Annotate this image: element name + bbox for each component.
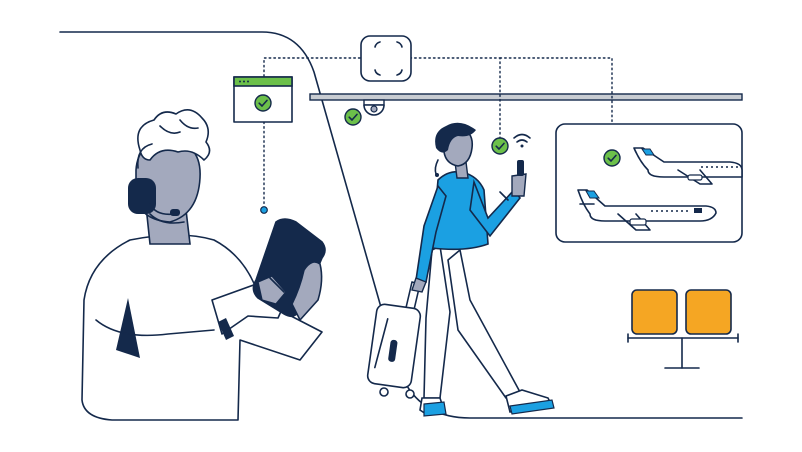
wifi-signal-icon xyxy=(513,133,531,148)
traveler-figure xyxy=(366,122,555,417)
network-connectors xyxy=(260,57,613,214)
headset-icon xyxy=(128,143,180,216)
security-camera-icon xyxy=(344,99,385,126)
check-circle-icon xyxy=(254,94,272,112)
airfield-window xyxy=(555,123,743,243)
check-circle-icon xyxy=(344,108,362,126)
suitcase-icon xyxy=(366,303,422,399)
airplane-icon xyxy=(633,147,743,185)
check-circle-icon xyxy=(603,149,621,167)
browser-window-icon xyxy=(233,76,293,123)
wireless-access-point-icon xyxy=(360,35,412,82)
agent-figure xyxy=(81,109,326,421)
check-circle-icon xyxy=(491,137,509,155)
waiting-seats xyxy=(627,289,739,369)
airplane-icon xyxy=(577,189,717,231)
ceiling-rail xyxy=(309,93,743,101)
connector-endpoint xyxy=(260,206,268,214)
smartphone-icon xyxy=(517,160,524,176)
